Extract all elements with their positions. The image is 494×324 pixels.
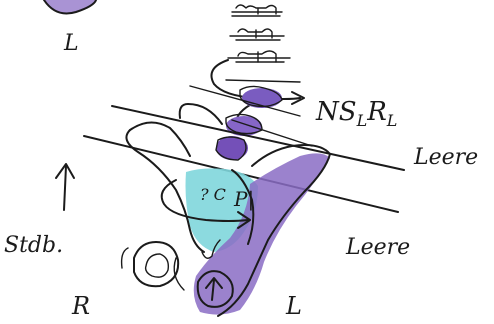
label-stdb: Stdb. xyxy=(4,233,63,258)
label-leere-lower: Leere xyxy=(345,235,410,260)
pelvis xyxy=(126,104,330,316)
label-bottom-l: L xyxy=(285,292,302,320)
motion-s: S xyxy=(339,97,357,127)
label-bottom-r: R xyxy=(71,292,90,320)
motion-s-sub: L xyxy=(356,111,368,130)
purple-vertebrae xyxy=(216,86,282,160)
top-left-circle xyxy=(44,0,96,14)
label-pelvis-a: ? C xyxy=(200,185,226,204)
motion-r: R xyxy=(366,97,387,127)
motion-n: N xyxy=(315,97,340,127)
svg-text:NSLRL: NSLRL xyxy=(315,97,397,130)
left-foot-circle xyxy=(122,242,179,286)
label-top-left-l: L xyxy=(63,31,79,56)
label-leere-upper: Leere xyxy=(413,145,478,170)
motion-r-sub: L xyxy=(386,111,398,130)
upward-arrow xyxy=(56,164,74,210)
label-pelvis-b: P| xyxy=(233,187,254,212)
vertebra-stack xyxy=(226,5,300,82)
motion-label: NSLRL xyxy=(315,97,397,130)
